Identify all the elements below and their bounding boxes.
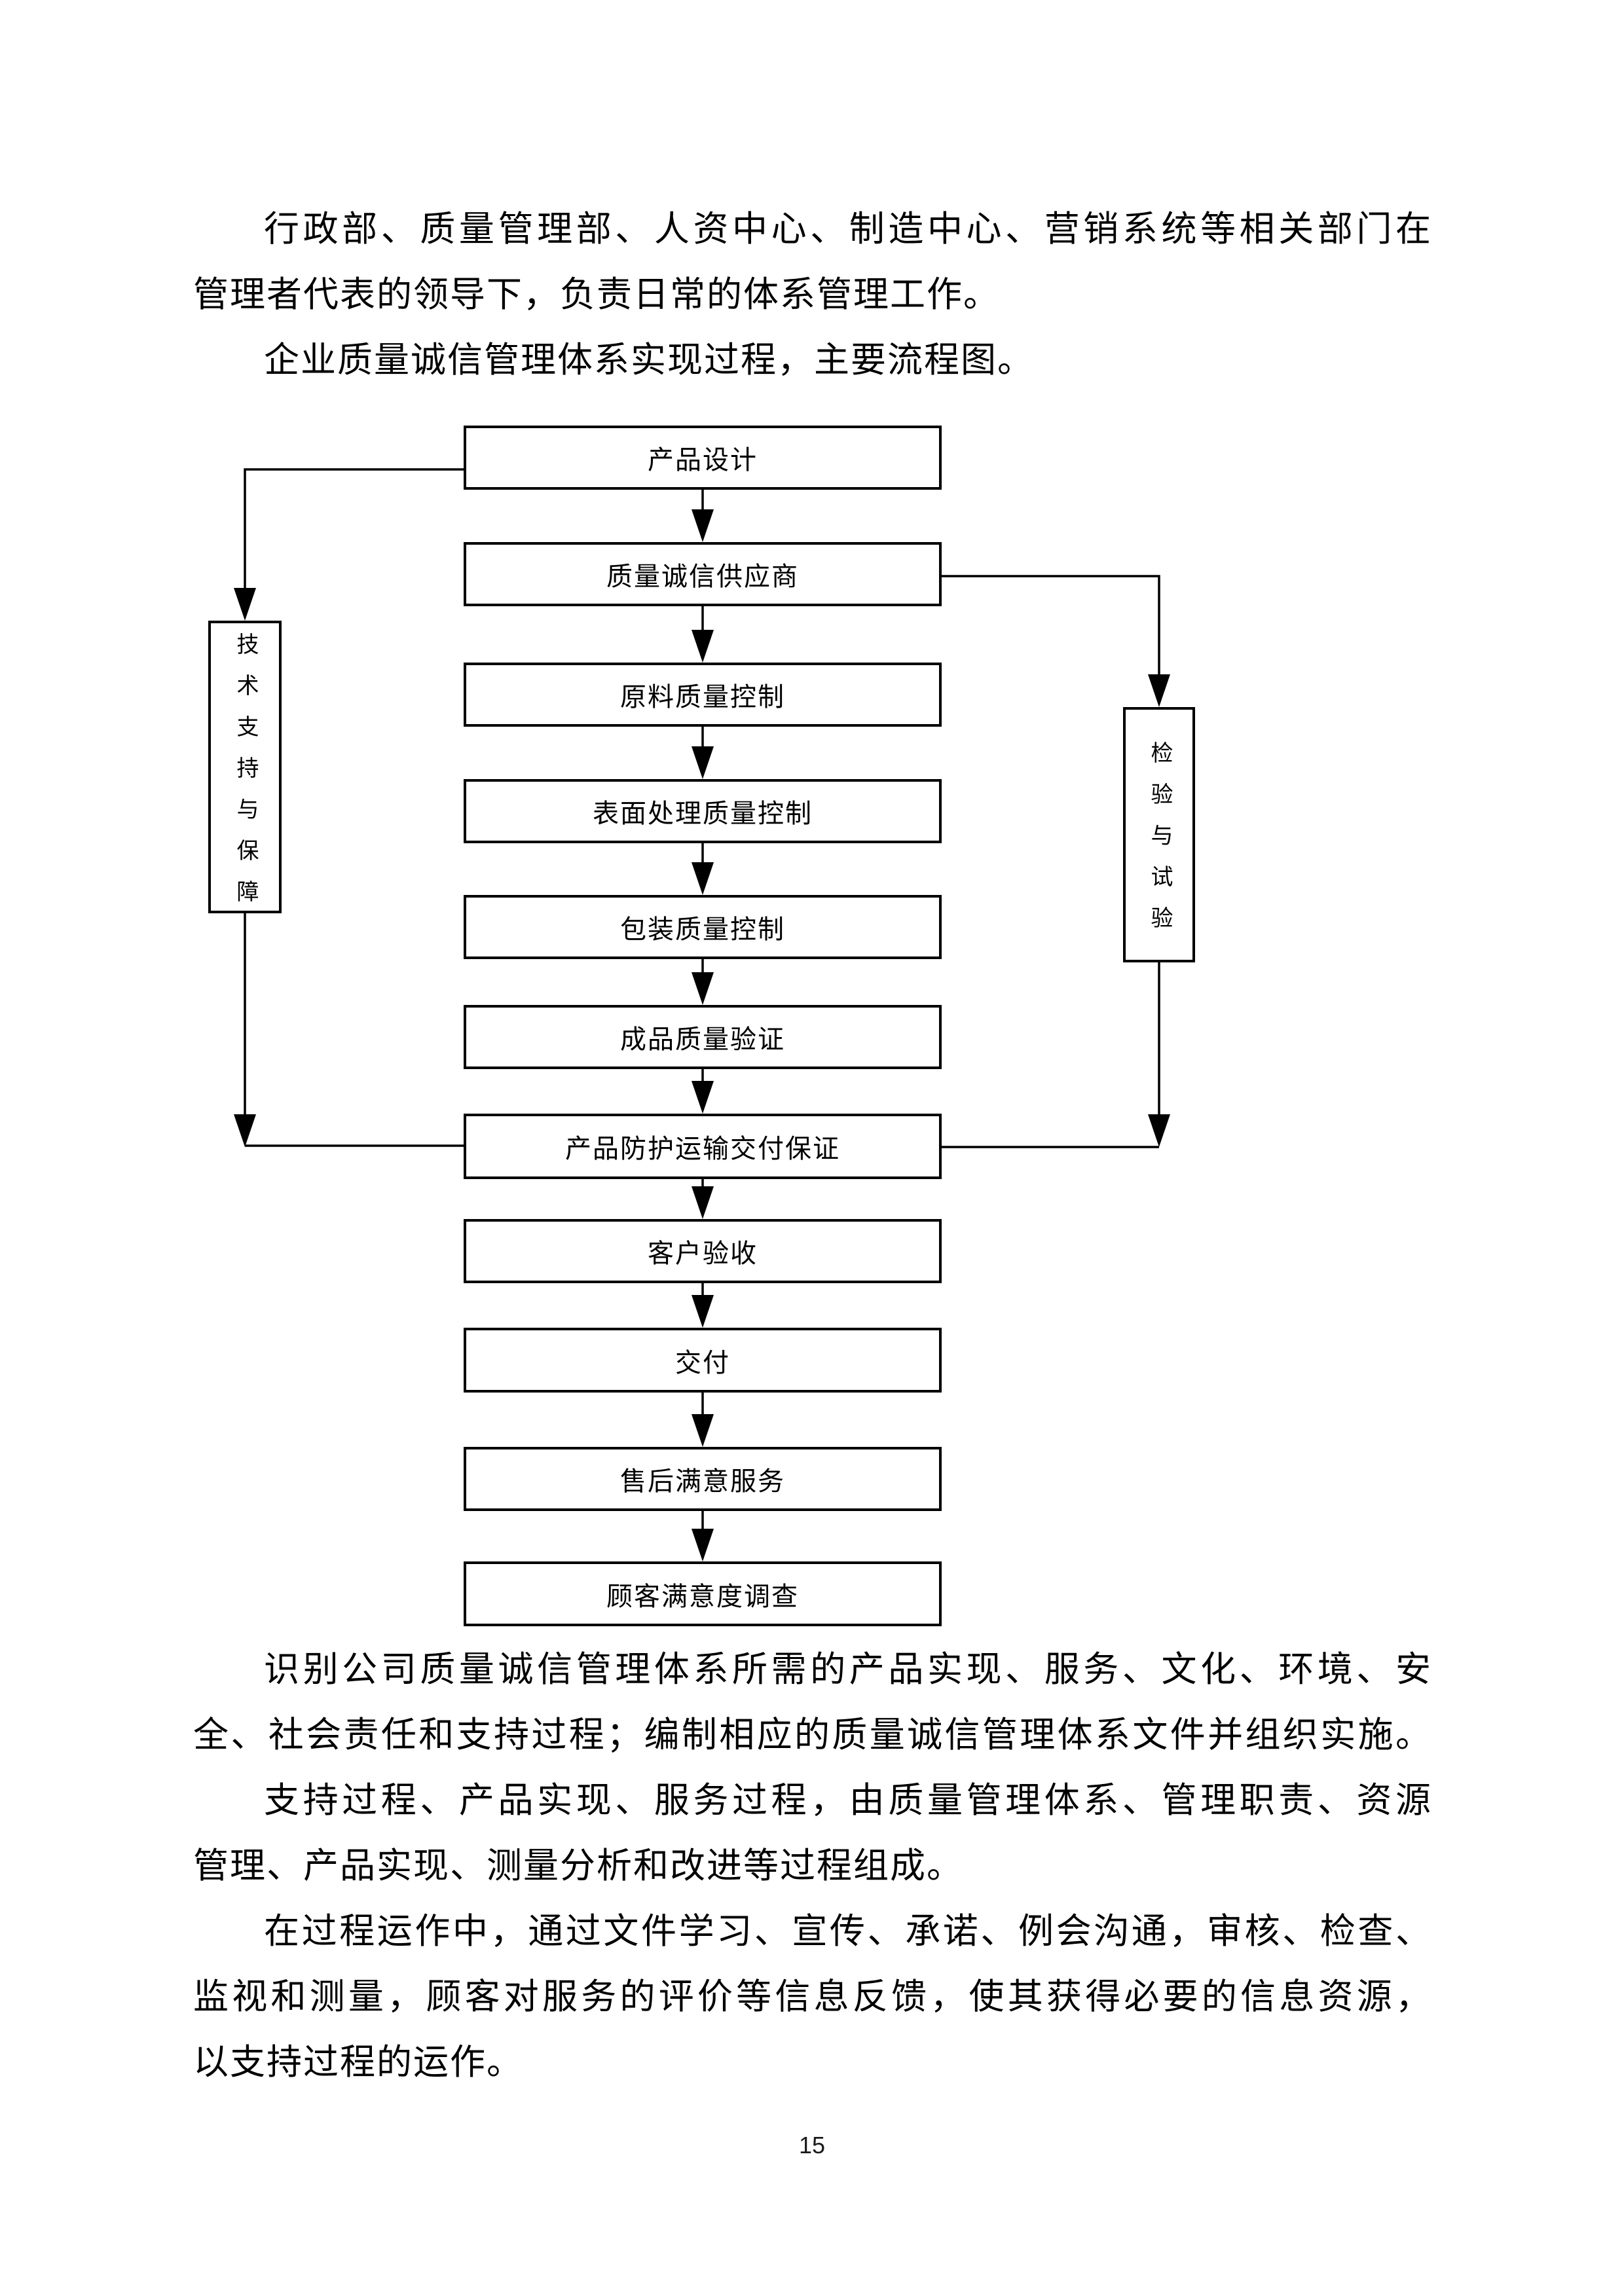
- arrowhead-icon: [234, 1114, 256, 1147]
- arrowhead-icon: [692, 862, 714, 895]
- connector-design-to-support: [244, 468, 464, 597]
- arrowhead-icon: [692, 509, 714, 542]
- bottom-paragraphs: 识别公司质量诚信管理体系所需的产品实现、服务、文化、环境、安 全、社会责任和支持…: [193, 1637, 1431, 2095]
- paragraph-line: 全、社会责任和支持过程；编制相应的质量诚信管理体系文件并组织实施。: [193, 1715, 1431, 1755]
- paragraph-line: 在过程运作中，通过文件学习、宣传、承诺、例会沟通，审核、检查、: [264, 1912, 1431, 1951]
- paragraph-line: 管理者代表的领导下，负责日常的体系管理工作。: [193, 275, 1000, 314]
- paragraph-line: 企业质量诚信管理体系实现过程，主要流程图。: [264, 340, 1034, 380]
- paragraph-line: 支持过程、产品实现、服务过程，由质量管理体系、管理职责、资源: [264, 1781, 1431, 1820]
- flow-box-packaging-qc: 包装质量控制: [464, 895, 942, 959]
- flow-box-technical-support: 技术支持与保障: [208, 621, 282, 921]
- arrowhead-icon: [692, 1529, 714, 1561]
- flow-box-finished-product-verification: 成品质量验证: [464, 1005, 942, 1069]
- flow-box-protection-transport-delivery: 产品防护运输交付保证: [464, 1114, 942, 1179]
- top-paragraphs: 行政部、质量管理部、人资中心、制造中心、营销系统等相关部门在 管理者代表的领导下…: [193, 196, 1431, 393]
- paragraph-line: 以支持过程的运作。: [193, 2043, 523, 2082]
- arrowhead-icon: [692, 972, 714, 1005]
- flow-box-customer-satisfaction-survey: 顾客满意度调查: [464, 1561, 942, 1626]
- paragraph-line: 管理、产品实现、测量分析和改进等过程组成。: [193, 1846, 963, 1886]
- arrowhead-icon: [692, 1414, 714, 1447]
- flow-box-customer-acceptance: 客户验收: [464, 1219, 942, 1283]
- paragraph-line: 识别公司质量诚信管理体系所需的产品实现、服务、文化、环境、安: [264, 1650, 1431, 1689]
- arrowhead-icon: [692, 746, 714, 779]
- flow-box-delivery: 交付: [464, 1328, 942, 1393]
- arrowhead-icon: [692, 1081, 714, 1114]
- vertical-label: 技术支持与保障: [233, 632, 257, 921]
- flow-box-product-design: 产品设计: [464, 426, 942, 490]
- arrowhead-icon: [234, 588, 256, 621]
- arrowhead-icon: [1148, 674, 1170, 707]
- flow-box-supplier: 质量诚信供应商: [464, 542, 942, 606]
- connector-supplier-to-inspection: [942, 575, 1160, 683]
- flow-box-raw-material-qc: 原料质量控制: [464, 663, 942, 727]
- arrowhead-icon: [1148, 1114, 1170, 1147]
- arrowhead-icon: [692, 630, 714, 663]
- flow-box-surface-treatment-qc: 表面处理质量控制: [464, 779, 942, 843]
- arrowhead-icon: [692, 1186, 714, 1219]
- flow-box-inspection-test: 检验与试验: [1123, 707, 1195, 962]
- arrowhead-icon: [692, 1295, 714, 1328]
- paragraph-line: 行政部、质量管理部、人资中心、制造中心、营销系统等相关部门在: [264, 210, 1431, 249]
- vertical-label: 检验与试验: [1147, 741, 1172, 947]
- paragraph-line: 监视和测量，顾客对服务的评价等信息反馈，使其获得必要的信息资源，: [193, 1977, 1431, 2016]
- page-number: 15: [798, 2132, 826, 2159]
- flow-box-after-sales-service: 售后满意服务: [464, 1447, 942, 1511]
